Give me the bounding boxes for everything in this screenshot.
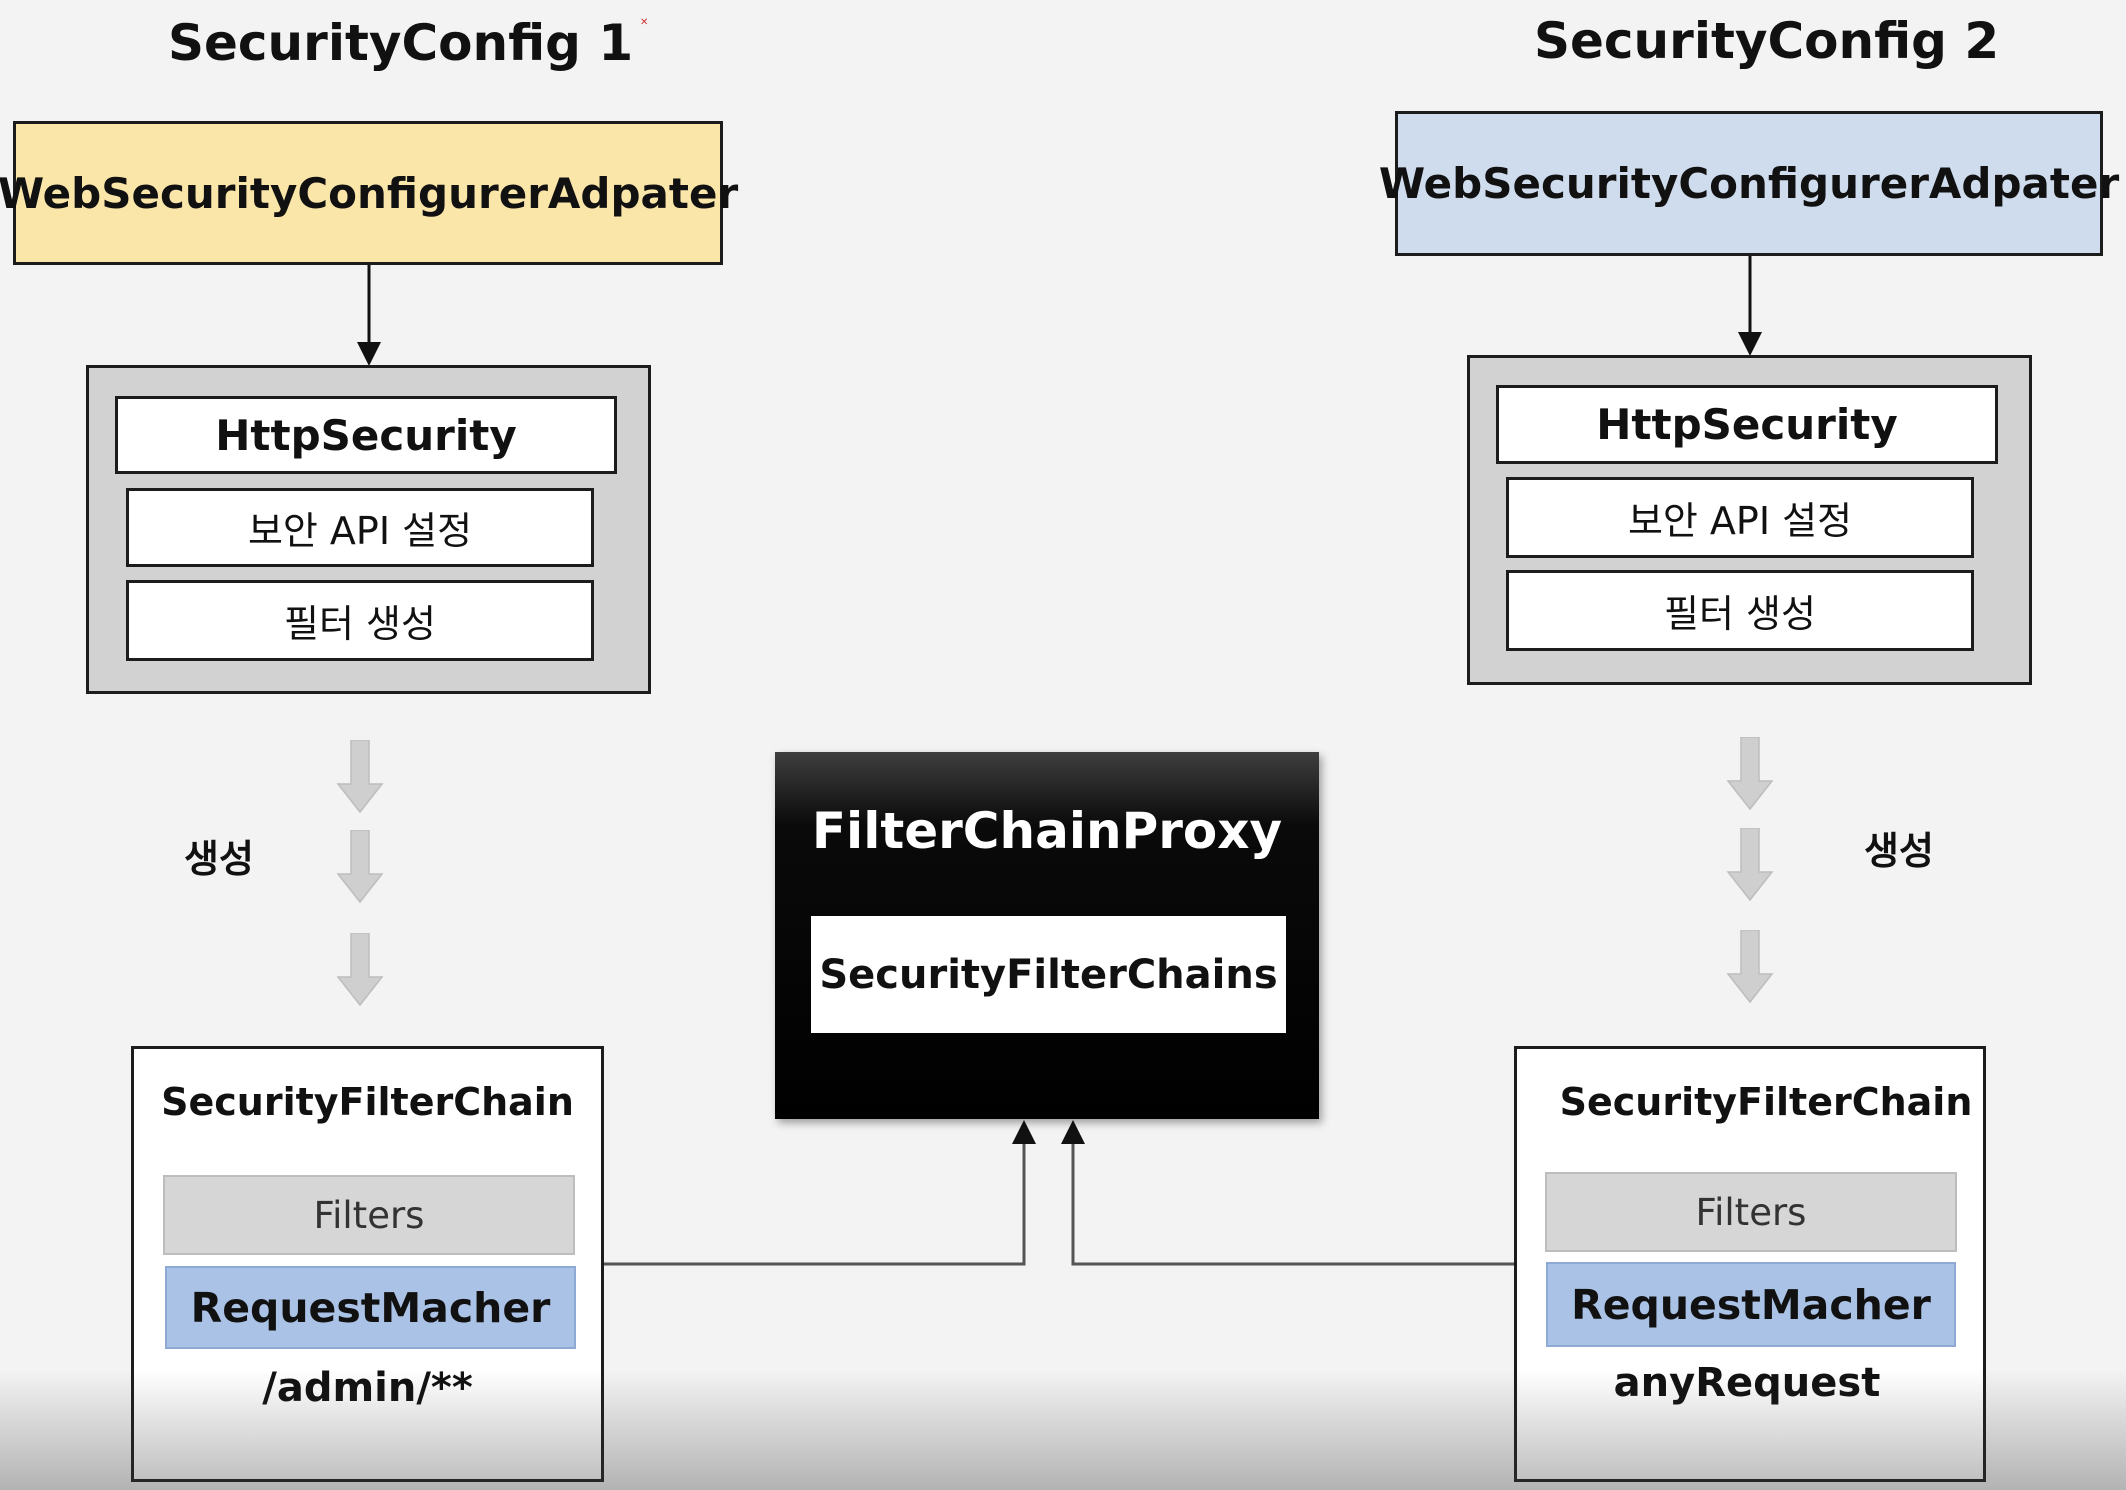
config2-filters-bar: Filters [1545, 1172, 1957, 1252]
config1-http-security-box: HttpSecurity [115, 396, 617, 474]
security-filter-chains-label: SecurityFilterChains [819, 951, 1278, 998]
config2-security-api-box: 보안 API 설정 [1506, 477, 1974, 558]
config2-http-security-label: HttpSecurity [1596, 400, 1898, 449]
config1-generate-label: 생성 [184, 837, 254, 881]
config1-filters-label: Filters [313, 1193, 425, 1237]
config1-down-arrow-icon [336, 933, 384, 1007]
config1-filter-chain-title: SecurityFilterChain [161, 1080, 574, 1124]
chain2-proxy-arrowhead [1061, 1120, 1085, 1144]
chain1-to-proxy-connector [603, 1140, 1026, 1266]
config2-filter-create-box: 필터 생성 [1506, 570, 1974, 651]
config1-adapter-box: WebSecurityConfigurerAdpater [0, 121, 738, 265]
chain2-to-proxy-connector [1071, 1140, 1515, 1266]
config1-down-arrow-icon [336, 830, 384, 904]
adapter2-arrowhead [1738, 332, 1762, 356]
filter-chain-proxy-title: FilterChainProxy [811, 802, 1283, 860]
config2-down-arrow-icon [1726, 737, 1774, 811]
config1-security-api-label: 보안 API 설정 [247, 509, 473, 553]
config1-request-matcher-bar: RequestMacher [165, 1266, 576, 1349]
config1-down-arrow-icon [336, 740, 384, 814]
small-mark-icon: ✕ [640, 17, 649, 28]
config2-adapter-label: WebSecurityConfigurerAdpater [1378, 159, 2120, 208]
config2-down-arrow-icon [1726, 828, 1774, 902]
config1-security-api-box: 보안 API 설정 [126, 488, 594, 567]
config2-filter-chain-title: SecurityFilterChain [1559, 1080, 1973, 1124]
config2-request-matcher-bar: RequestMacher [1546, 1262, 1956, 1347]
config2-http-security-box: HttpSecurity [1496, 385, 1998, 464]
config2-down-arrow-icon [1726, 930, 1774, 1004]
config2-generate-label: 생성 [1864, 829, 1934, 873]
chain1-proxy-arrowhead [1012, 1120, 1036, 1144]
config2-filters-label: Filters [1695, 1190, 1807, 1234]
config1-filters-bar: Filters [163, 1175, 575, 1255]
config1-request-matcher-label: RequestMacher [190, 1283, 551, 1332]
config2-adapter-box: WebSecurityConfigurerAdpater [1379, 111, 2119, 256]
config1-filter-create-label: 필터 생성 [284, 602, 436, 646]
config1-http-security-label: HttpSecurity [215, 410, 517, 460]
config2-filter-create-label: 필터 생성 [1664, 592, 1816, 636]
security-filter-chains-box: SecurityFilterChains [811, 916, 1286, 1033]
config2-security-api-label: 보안 API 설정 [1627, 499, 1853, 543]
config1-pattern-label: /admin/** [262, 1365, 473, 1411]
config1-adapter-label: WebSecurityConfigurerAdpater [0, 168, 739, 218]
config2-title: SecurityConfig 2 [1534, 12, 2000, 70]
config1-filter-create-box: 필터 생성 [126, 580, 594, 661]
config2-request-matcher-label: RequestMacher [1571, 1280, 1931, 1329]
config1-filter-chain-box [131, 1046, 604, 1482]
config2-pattern-label: anyRequest [1613, 1360, 1881, 1406]
adapter1-arrowhead [357, 342, 381, 366]
config1-title: SecurityConfig 1 [168, 14, 634, 72]
